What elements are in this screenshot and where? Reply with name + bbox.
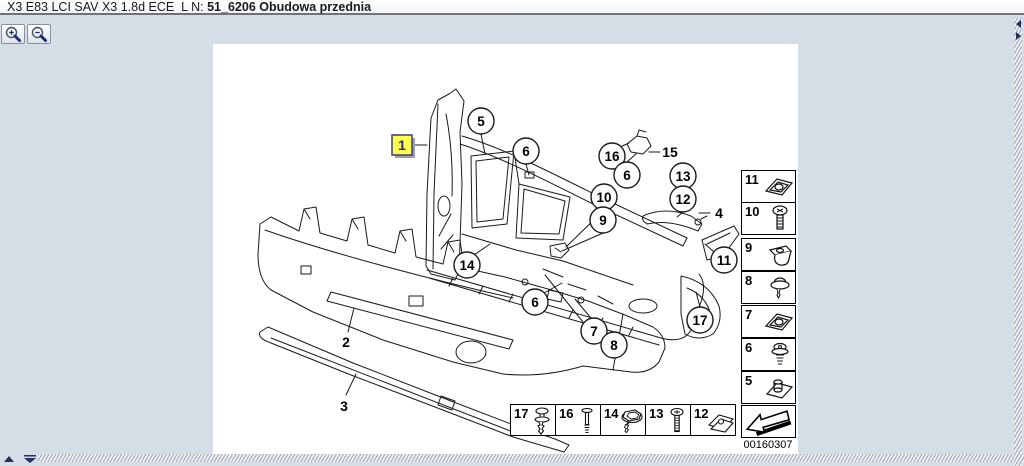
title-bar: X3 E83 LCI SAV X3 1.8d ECE L N: 51_6206 … [0,0,1024,15]
svg-text:16: 16 [604,149,620,164]
collapse-down-icon[interactable] [24,458,36,463]
legend-box-12[interactable]: 12 [690,404,736,436]
collapse-left-icon[interactable] [1016,20,1021,28]
svg-text:8: 8 [610,338,618,353]
callout-6b[interactable]: 6 [613,161,641,189]
part-drawing-bumper-carrier [426,135,705,346]
collapse-right-icon[interactable] [1016,32,1021,40]
legend-box-5[interactable]: 5 [741,371,796,404]
callout-5[interactable]: 5 [467,107,495,135]
svg-text:11: 11 [717,253,732,268]
callout-2[interactable]: 2 [342,334,350,350]
svg-text:6: 6 [623,168,631,183]
svg-text:10: 10 [596,190,611,205]
legend-box-arrow[interactable] [741,405,796,438]
right-splitter-controls[interactable] [1013,18,1023,44]
callout-7[interactable]: 7 [580,317,608,345]
part-drawing-spoiler-strip [259,326,570,453]
expanding-grommet-icon [768,245,793,266]
part-drawing-bracket-4 [642,210,708,232]
speed-nut-icon [764,313,794,331]
washer-screw-icon [770,277,790,300]
part-drawing-bracket-15 [626,129,652,155]
zoom-out-icon [31,26,47,42]
splitter-bar-icon [24,455,36,457]
legend-box-13[interactable]: 13 [645,404,691,436]
legend-box-7[interactable]: 7 [741,305,796,338]
clip-nut-icon [707,414,734,433]
callout-6a[interactable]: 6 [512,137,540,165]
svg-text:6: 6 [531,295,539,310]
speed-nut-icon [764,178,794,196]
part-drawing-clip-9 [549,242,570,259]
legend-box-14[interactable]: 14 [600,404,646,436]
legend-box-16[interactable]: 16 [555,404,601,436]
svg-text:6: 6 [522,144,530,159]
callout-13[interactable]: 13 [669,162,697,190]
right-splitter-bar[interactable] [1014,17,1022,466]
callout-14[interactable]: 14 [453,251,481,279]
hex-flange-screw-icon [621,409,643,434]
legend-box-8[interactable]: 8 [741,271,796,304]
svg-text:17: 17 [692,313,707,328]
legend-box-10[interactable]: 10 [741,202,796,235]
part-drawing-lower-panel [257,206,666,376]
expansion-rivet-icon [534,407,550,435]
bottom-splitter-controls[interactable] [0,452,44,464]
svg-text:5: 5 [477,114,485,129]
callout-17[interactable]: 17 [686,306,714,334]
vehicle-context-label: X3 E83 LCI SAV X3 1.8d ECE L N: [7,0,208,14]
legend-box-11[interactable]: 11 [741,170,796,203]
blind-rivet-icon [581,407,593,434]
bottom-splitter-bar[interactable] [38,454,1024,462]
part-drawing-side-wing [701,225,740,261]
callout-4[interactable]: 4 [715,205,723,221]
zoom-out-button[interactable] [27,24,51,44]
washer-screw-coil-icon [771,342,789,365]
svg-text:1: 1 [398,137,406,153]
diagram-canvas: 5 6 16 6 13 12 10 9 14 11 6 7 8 17 1 2 3… [213,44,798,455]
callout-1-highlighted[interactable]: 1 [391,134,415,158]
callout-3[interactable]: 3 [340,398,348,414]
callout-9[interactable]: 9 [589,206,617,234]
callout-11[interactable]: 11 [710,246,738,274]
callout-10[interactable]: 10 [590,183,618,211]
callout-6c[interactable]: 6 [521,288,549,316]
callout-15[interactable]: 15 [662,144,678,160]
part-drawing-carrier-left-panel [425,88,465,281]
svg-text:13: 13 [675,169,691,184]
collapse-up-icon[interactable] [4,456,14,462]
svg-text:9: 9 [599,213,607,228]
exploded-parts-drawing: 5 6 16 6 13 12 10 9 14 11 6 7 8 17 1 2 3… [257,88,740,453]
callout-16[interactable]: 16 [598,142,626,170]
legend-box-6[interactable]: 6 [741,338,796,371]
round-head-screw-icon [772,205,788,230]
legend-box-9[interactable]: 9 [741,238,796,271]
svg-text:7: 7 [590,324,598,339]
page-title: 51_6206 Obudowa przednia [207,0,372,14]
zoom-in-button[interactable] [1,24,25,44]
clip-nut-cylinder-icon [765,379,794,399]
callout-8[interactable]: 8 [600,331,628,359]
legend-box-17[interactable]: 17 [510,404,556,436]
svg-text:12: 12 [675,192,690,207]
direction-of-travel-arrow-icon [745,410,792,437]
zoom-in-icon [5,26,21,42]
drawing-number: 00160307 [743,439,793,451]
pan-head-screw-icon [670,407,684,433]
svg-text:14: 14 [459,258,475,273]
callout-12[interactable]: 12 [669,185,697,213]
